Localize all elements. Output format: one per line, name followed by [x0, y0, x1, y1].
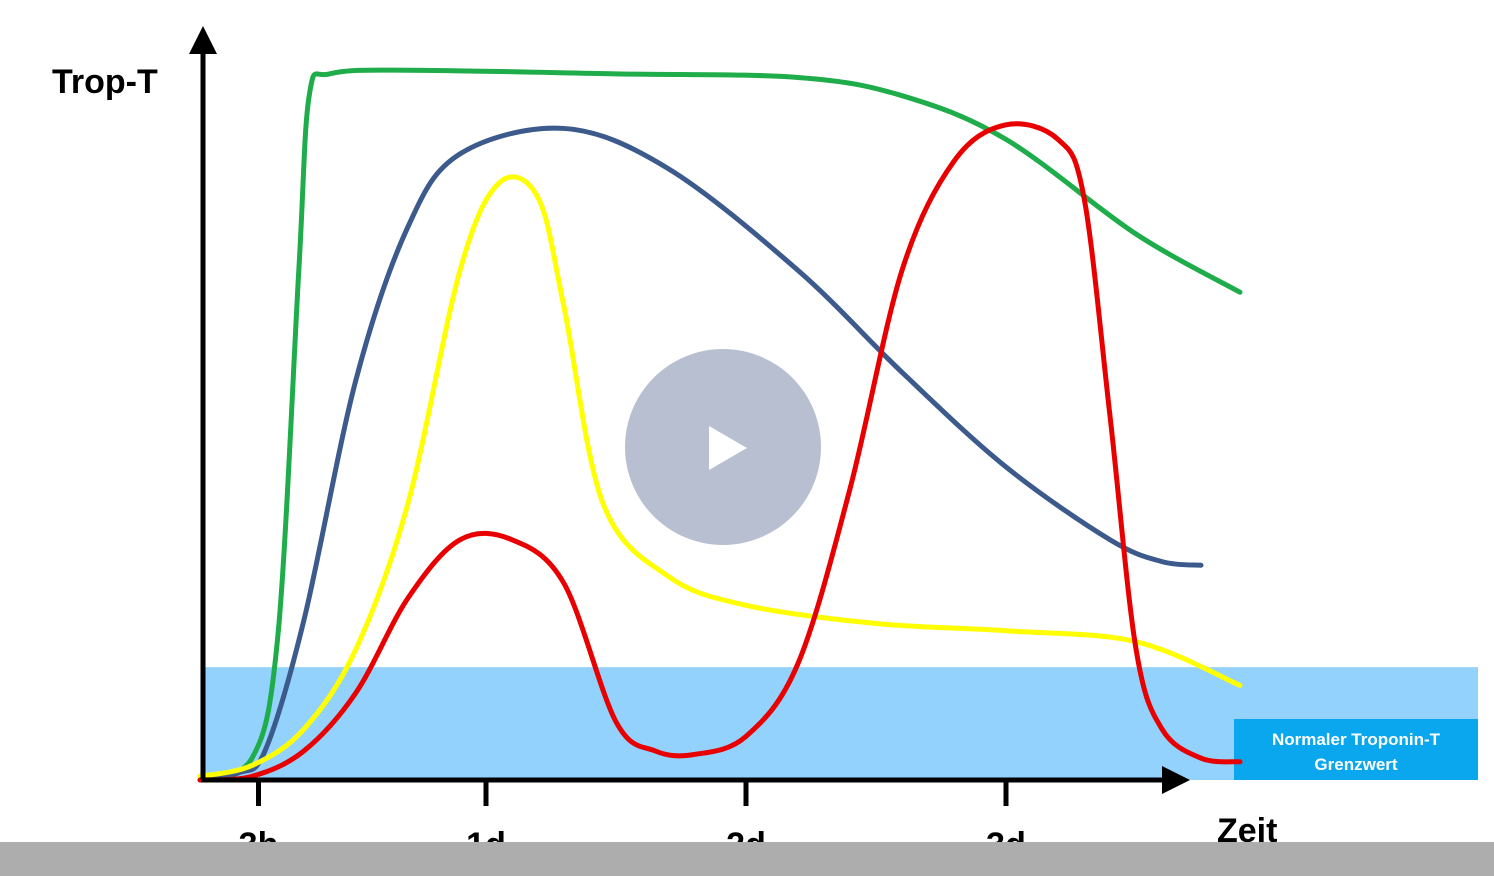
y-axis-title: Trop-T: [52, 63, 158, 101]
play-button[interactable]: [625, 349, 821, 545]
play-icon: [709, 426, 747, 470]
x-axis-arrowhead: [1162, 766, 1190, 794]
reference-band-label-box: [1234, 719, 1478, 780]
y-axis-arrowhead: [189, 26, 217, 54]
series-layer: [197, 67, 1243, 783]
series-line-1: [197, 67, 1243, 779]
series-line-3: [197, 174, 1243, 779]
reference-band-label-line1: Normaler Troponin-T: [1272, 730, 1441, 749]
series-line-2: [197, 125, 1204, 783]
video-control-bar[interactable]: [0, 842, 1494, 876]
reference-band-label-line2: Grenzwert: [1314, 755, 1397, 774]
series-line-4: [197, 121, 1243, 783]
